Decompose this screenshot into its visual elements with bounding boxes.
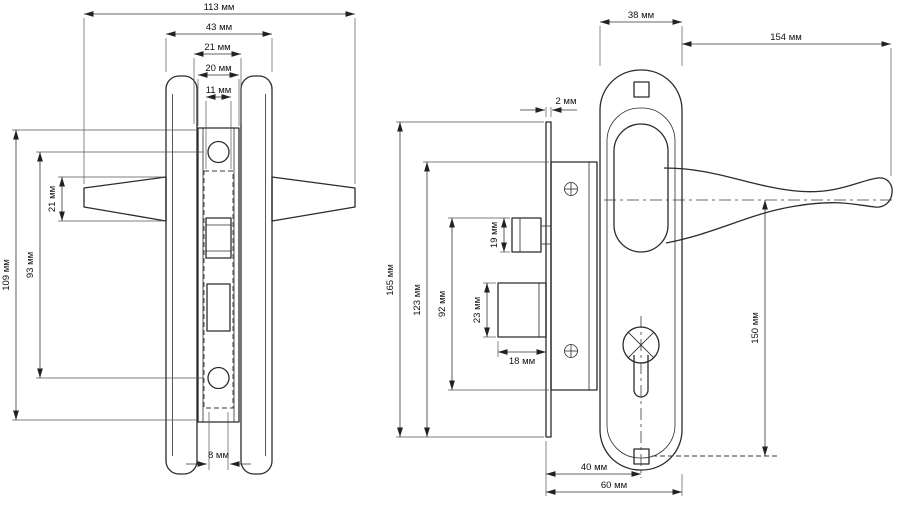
dim-plates-width: 43 мм xyxy=(165,22,273,72)
fixing-screw-top xyxy=(564,182,578,196)
dim-bottom-slot: 8 мм xyxy=(186,412,251,470)
dim-faceplate-height: 165 мм xyxy=(385,121,544,438)
dim-deadbolt-height: 23 мм xyxy=(472,282,496,338)
dim-label-2: 2 мм xyxy=(556,96,577,107)
handle-left xyxy=(83,176,167,222)
dim-label-11: 11 мм xyxy=(206,85,232,96)
dim-label-21w: 21 мм xyxy=(204,42,230,53)
dim-label-93: 93 мм xyxy=(25,252,36,278)
dim-label-38: 38 мм xyxy=(628,10,654,21)
dim-handle-to-bottom: 150 мм xyxy=(750,200,768,456)
dim-body-height: 123 мм xyxy=(412,161,549,437)
deadbolt xyxy=(497,282,547,338)
dim-latch-height: 19 мм xyxy=(489,218,510,253)
screw-hole-bottom xyxy=(207,366,230,390)
dim-label-113: 113 мм xyxy=(204,2,235,13)
dim-label-123: 123 мм xyxy=(412,284,423,316)
latch-opening xyxy=(205,217,232,259)
dim-handle-height: 21 мм xyxy=(47,176,164,222)
dim-label-150: 150 мм xyxy=(750,312,761,344)
dim-label-92: 92 мм xyxy=(437,291,448,317)
fixing-screw-bottom xyxy=(564,344,578,358)
dim-total-height: 109 мм xyxy=(1,129,196,421)
dim-plate-width: 38 мм xyxy=(599,10,683,66)
dim-label-8: 8 мм xyxy=(208,450,229,461)
dim-label-18: 18 мм xyxy=(509,356,535,367)
handle-lever xyxy=(663,167,893,244)
handle-lever-side xyxy=(613,123,893,253)
dim-label-40: 40 мм xyxy=(581,462,607,473)
dim-faceplate-width: 20 мм xyxy=(197,63,240,126)
dim-outer-width: 21 мм xyxy=(193,42,242,124)
dim-deadbolt-throw: 18 мм xyxy=(497,341,546,367)
dim-label-43: 43 мм xyxy=(206,22,232,33)
escutcheon-plate-left xyxy=(165,75,198,475)
dim-label-23: 23 мм xyxy=(472,297,483,323)
front-view: 113 мм 43 мм 21 мм 20 мм 11 мм xyxy=(1,2,356,475)
dim-label-19: 19 мм xyxy=(489,222,500,248)
dim-slot-width: 11 мм xyxy=(205,85,232,169)
handle-base xyxy=(613,123,669,253)
dim-label-60: 60 мм xyxy=(601,480,627,491)
dim-backset: 40 мм xyxy=(545,441,641,496)
dim-faceplate-thickness: 2 мм xyxy=(520,96,577,117)
screw-cover-top xyxy=(633,81,650,98)
dim-label-109: 109 мм xyxy=(1,259,12,291)
dim-case-height: 92 мм xyxy=(437,217,549,391)
escutcheon-plate-right xyxy=(240,75,273,475)
dim-handle-length: 154 мм xyxy=(682,32,892,176)
faceplate-front xyxy=(197,127,240,423)
deadbolt-opening xyxy=(206,283,231,332)
dim-label-165: 165 мм xyxy=(385,264,396,296)
dim-label-21h: 21 мм xyxy=(47,186,58,212)
handle-right xyxy=(271,176,356,222)
screw-cover-bottom xyxy=(633,448,650,465)
dim-hole-spacing: 93 мм xyxy=(25,151,204,379)
screw-hole-top xyxy=(207,140,230,164)
dim-overall: 60 мм xyxy=(546,474,683,496)
dim-label-20: 20 мм xyxy=(205,63,231,74)
lock-body xyxy=(550,161,598,391)
hidden-lock-body-outline xyxy=(203,170,234,409)
side-view: 38 мм 154 мм 2 мм 165 мм 123 мм xyxy=(385,10,893,496)
latch-bolt xyxy=(511,217,551,253)
dim-total-width: 113 мм xyxy=(83,2,356,184)
dim-label-154: 154 мм xyxy=(770,32,802,43)
